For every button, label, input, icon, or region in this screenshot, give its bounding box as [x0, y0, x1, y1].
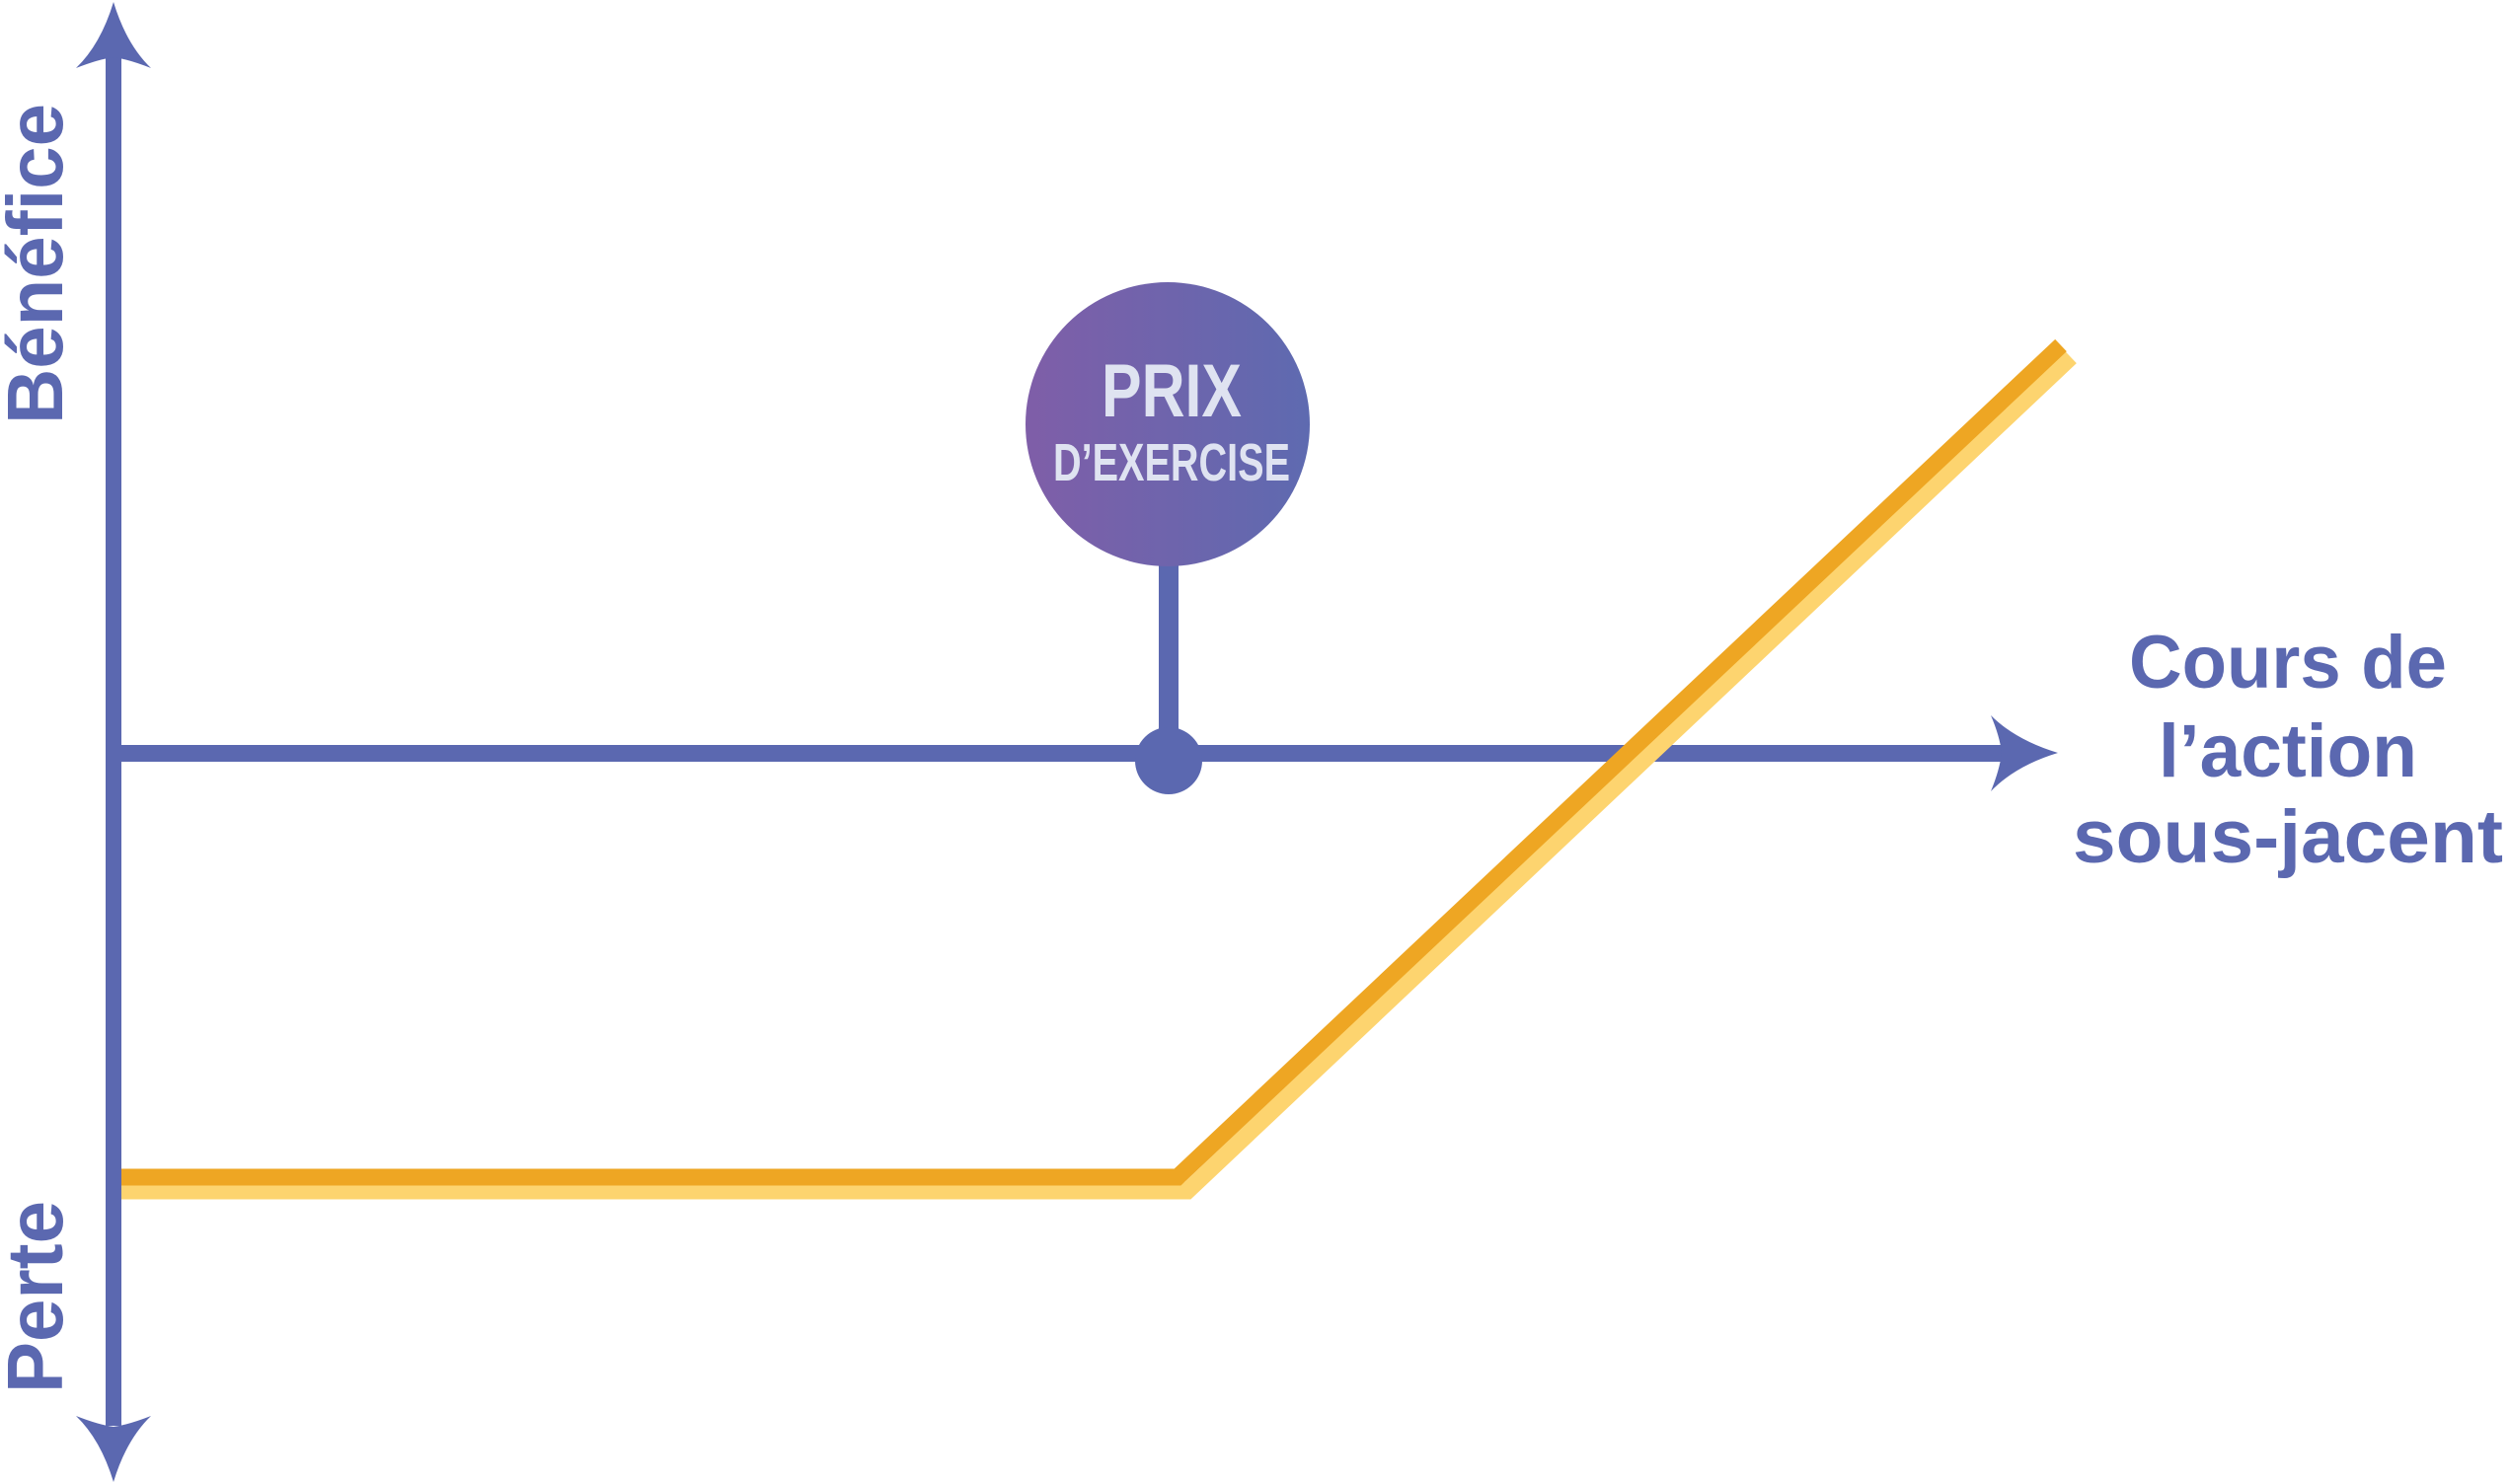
- strike-stem: [1159, 553, 1179, 760]
- x-axis-label-line3: sous-jacent: [2073, 795, 2503, 879]
- y-axis-positive-label: Bénéfice: [0, 104, 79, 424]
- payoff-line-shadow: [121, 350, 2077, 1200]
- payoff-line-main: [121, 338, 2067, 1186]
- x-axis-label-line2: l’action: [2159, 709, 2417, 793]
- payoff-line: [121, 338, 2077, 1200]
- x-axis: [121, 715, 2058, 791]
- strike-label-line1: PRIX: [1102, 349, 1242, 433]
- y-axis-line: [106, 54, 121, 1426]
- strike-label-line2: D’EXERCISE: [1053, 433, 1290, 492]
- arrow-up-icon: [76, 2, 151, 68]
- strike-bubble: [1026, 282, 1310, 566]
- strike-dot: [1135, 727, 1202, 794]
- x-axis-line: [121, 745, 2007, 762]
- x-axis-label-line1: Cours de: [2129, 621, 2447, 705]
- y-axis: [76, 2, 151, 1482]
- arrow-right-icon: [1991, 715, 2058, 791]
- strike-marker: PRIX D’EXERCISE: [1026, 282, 1310, 794]
- x-axis-label: Cours de l’action sous-jacent: [2073, 621, 2503, 879]
- arrow-down-icon: [76, 1416, 151, 1482]
- y-axis-negative-label: Perte: [0, 1201, 79, 1393]
